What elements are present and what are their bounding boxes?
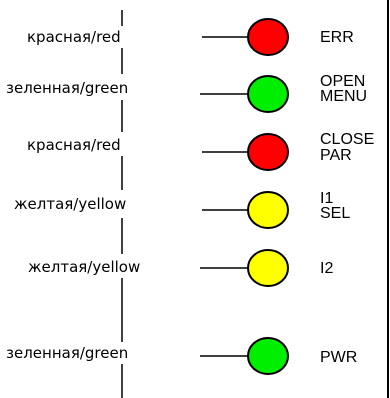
led-description: зеленная/green: [6, 344, 128, 362]
led-description: красная/red: [27, 136, 121, 154]
led-label: MENU: [320, 88, 367, 105]
led-row: зеленная/green OPEN MENU: [6, 73, 367, 113]
led-row: желтая/yellow I2: [28, 249, 333, 287]
led-label: PAR: [320, 147, 352, 164]
led-indicator: [247, 191, 289, 229]
led-label: I2: [320, 260, 333, 277]
led-row: красная/red ERR: [27, 18, 354, 56]
led-label: OPEN: [320, 73, 365, 90]
led-indicator: [247, 133, 289, 171]
led-label: CLOSE: [320, 131, 374, 148]
led-label: ERR: [320, 29, 354, 46]
led-indicator: [247, 18, 289, 56]
led-label: PWR: [320, 349, 357, 366]
led-label: I1: [320, 190, 333, 207]
led-description: красная/red: [27, 28, 121, 46]
led-row: красная/red CLOSE PAR: [27, 131, 374, 171]
led-description: желтая/yellow: [14, 195, 126, 213]
led-label: SEL: [320, 205, 350, 222]
led-description: зеленная/green: [6, 79, 128, 97]
led-indicator: [247, 249, 289, 287]
led-row: желтая/yellow I1 SEL: [14, 190, 350, 229]
led-row: зеленная/green PWR: [6, 337, 357, 375]
led-indicator: [247, 75, 289, 113]
led-indicator: [247, 337, 289, 375]
led-description: желтая/yellow: [28, 258, 140, 276]
